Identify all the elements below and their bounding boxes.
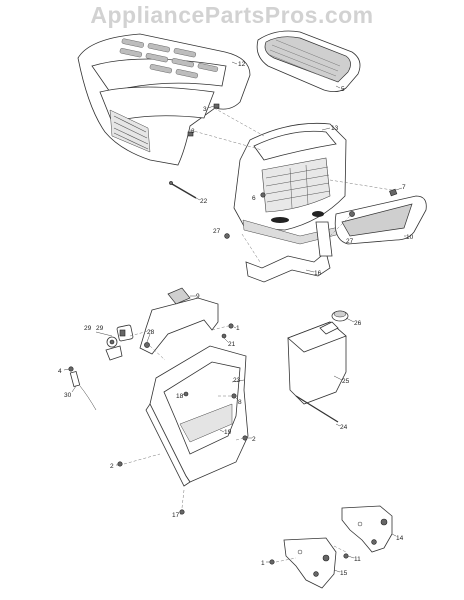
dash-panel-part[interactable] — [139, 287, 219, 355]
fastener-18[interactable] — [183, 391, 189, 397]
callout-16: 16 — [314, 270, 322, 277]
fastener-8[interactable] — [231, 393, 237, 399]
callout-8: 8 — [238, 399, 242, 406]
callout-14: 14 — [396, 535, 404, 542]
callout-12: 12 — [238, 61, 246, 68]
rod-part-22[interactable] — [169, 181, 197, 199]
bracket-part-14[interactable] — [341, 505, 393, 553]
callout-3: 3 — [203, 106, 207, 113]
fastener-1a[interactable] — [228, 323, 234, 329]
callout-15: 15 — [340, 570, 348, 577]
callout-29a: 29 — [84, 325, 92, 332]
fastener-2a[interactable] — [242, 435, 248, 441]
callout-4: 4 — [58, 368, 62, 375]
fuel-line-part[interactable] — [295, 395, 339, 423]
hood-part[interactable] — [77, 33, 251, 166]
switch-part-29[interactable] — [105, 324, 134, 361]
fastener-11[interactable] — [343, 553, 349, 559]
callout-labels: 12 5 3 3 13 7 6 22 27 27 10 16 9 1 29 29… — [58, 61, 414, 577]
fastener-6[interactable] — [260, 192, 266, 198]
callout-10: 10 — [406, 234, 414, 241]
callout-3b: 3 — [191, 128, 195, 135]
callout-13: 13 — [331, 125, 339, 132]
fastener-7[interactable] — [389, 188, 398, 197]
callout-17: 17 — [172, 512, 180, 519]
fastener-2b[interactable] — [117, 461, 123, 467]
alignment-lines — [123, 107, 393, 563]
callout-9: 9 — [196, 293, 200, 300]
callout-18: 18 — [176, 393, 184, 400]
seat-part[interactable] — [256, 30, 361, 92]
watermark: AppliancePartsPros.com — [90, 2, 374, 28]
callout-23: 23 — [233, 377, 241, 384]
callout-24: 24 — [340, 424, 348, 431]
bracket-part-15[interactable] — [283, 537, 337, 589]
callout-25: 25 — [342, 378, 350, 385]
callout-11: 11 — [354, 556, 361, 563]
fuel-tank-part[interactable] — [287, 321, 347, 405]
fastener-1b[interactable] — [269, 559, 275, 565]
fastener-27a[interactable] — [224, 233, 230, 239]
knob-part-28[interactable] — [144, 342, 150, 348]
callout-29b: 29 — [96, 325, 104, 332]
callout-2a: 2 — [252, 436, 256, 443]
leader-lines — [63, 61, 406, 573]
dash-tower-part[interactable] — [145, 345, 249, 487]
fuel-cap-part[interactable] — [331, 310, 349, 322]
callout-1a: 1 — [236, 325, 240, 332]
bumper-part[interactable] — [334, 195, 427, 245]
callout-1b: 1 — [261, 560, 265, 567]
callout-27b: 27 — [346, 238, 354, 245]
callout-2b: 2 — [110, 463, 114, 470]
callout-22: 22 — [200, 198, 208, 205]
throttle-cable-part[interactable] — [68, 366, 97, 411]
fastener-21[interactable] — [221, 333, 227, 339]
bracket-part-16[interactable] — [245, 221, 333, 283]
callout-7: 7 — [402, 184, 406, 191]
callout-27a: 27 — [213, 228, 221, 235]
callout-21: 21 — [228, 341, 236, 348]
callout-30: 30 — [64, 392, 72, 399]
callout-6: 6 — [252, 195, 256, 202]
fastener-17[interactable] — [179, 509, 185, 515]
callout-26: 26 — [354, 320, 362, 327]
grille-part[interactable] — [233, 122, 347, 245]
callout-28: 28 — [147, 329, 155, 336]
callout-5: 5 — [341, 86, 345, 93]
callout-19: 19 — [224, 429, 232, 436]
